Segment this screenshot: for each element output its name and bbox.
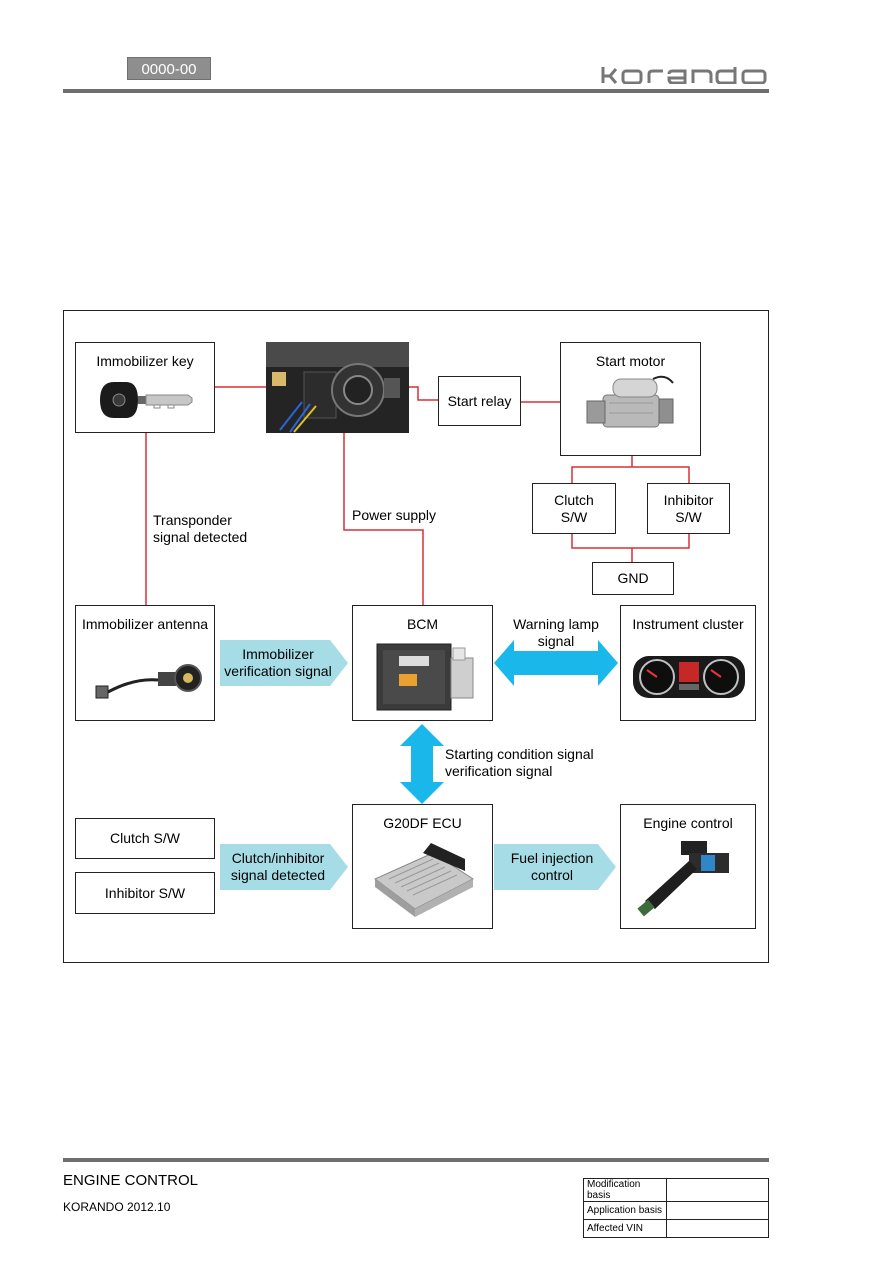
immobilizer-key-icon	[100, 382, 193, 418]
immobilizer-antenna-label: Immobilizer antenna	[81, 616, 209, 632]
ignition-switch-photo	[266, 342, 409, 433]
footer-title: ENGINE CONTROL	[63, 1172, 199, 1189]
warning-lamp-arrow	[494, 640, 618, 686]
application-basis-label: Application basis	[583, 1201, 667, 1220]
starting-condition-label: Starting condition signal verification s…	[445, 746, 594, 779]
engine-control-label: Engine control	[643, 815, 733, 831]
immobilizer-verification-label: Immobilizer verification signal	[224, 646, 332, 679]
inhibitor-sw-box: Inhibitor S/W	[75, 872, 215, 914]
footer-subtitle: KORANDO 2012.10	[63, 1200, 171, 1214]
transponder-label: Transponder signal detected	[153, 512, 248, 545]
table-row: Affected VIN	[583, 1219, 769, 1238]
instrument-cluster-box: Instrument cluster	[620, 605, 756, 721]
page-code-badge: 0000-00	[127, 57, 211, 80]
engine-control-box: Engine control	[620, 804, 756, 929]
immobilizer-verification-arrow	[220, 640, 348, 686]
table-row: Modification basis	[583, 1178, 769, 1202]
start-motor-box: Start motor	[560, 342, 701, 456]
affected-vin-label: Affected VIN	[583, 1219, 667, 1238]
application-basis-value	[666, 1201, 769, 1220]
modification-basis-value	[666, 1178, 769, 1202]
clutch-sw-top-box: Clutch S/W	[532, 483, 616, 534]
modification-basis-label: Modification basis	[583, 1178, 667, 1202]
clutch-inhibitor-label: Clutch/inhibitor signal detected	[230, 850, 326, 883]
korando-logo	[601, 67, 767, 84]
gnd-label: GND	[617, 570, 649, 586]
warning-lamp-label: Warning lamp signal	[513, 616, 599, 649]
immobilizer-key-label: Immobilizer key	[96, 353, 194, 369]
inhibitor-sw-top-box: Inhibitor S/W	[647, 483, 730, 534]
starting-condition-arrow	[400, 724, 444, 804]
ecu-label: G20DF ECU	[383, 815, 462, 831]
fuel-injector-icon	[637, 841, 729, 917]
clutch-sw-top-label: Clutch S/W	[554, 491, 594, 525]
clutch-sw-label: Clutch S/W	[109, 830, 180, 846]
power-supply-label: Power supply	[352, 507, 437, 523]
instrument-cluster-label: Instrument cluster	[632, 616, 744, 632]
immobilizer-key-box: Immobilizer key	[75, 342, 215, 433]
fuel-injection-arrow	[494, 844, 616, 890]
inhibitor-sw-label: Inhibitor S/W	[104, 884, 186, 901]
start-motor-icon	[586, 375, 674, 428]
gnd-box: GND	[592, 562, 674, 595]
revision-table: Modification basis Application basis Aff…	[583, 1178, 769, 1238]
inhibitor-sw-top-label: Inhibitor S/W	[663, 491, 714, 525]
start-relay-box: Start relay	[438, 376, 521, 426]
affected-vin-value	[666, 1219, 769, 1238]
clutch-inhibitor-arrow	[220, 844, 348, 890]
clutch-sw-box: Clutch S/W	[75, 818, 215, 859]
ecu-box: G20DF ECU	[352, 804, 493, 929]
ecu-icon	[374, 843, 474, 917]
start-relay-label: Start relay	[447, 392, 512, 409]
immobilizer-antenna-icon	[95, 664, 202, 699]
bcm-box: BCM	[352, 605, 493, 721]
bcm-label: BCM	[406, 616, 439, 632]
header-rule	[63, 89, 769, 93]
bcm-icon	[376, 643, 474, 711]
fuel-injection-label: Fuel injection control	[510, 850, 594, 883]
start-motor-label: Start motor	[595, 353, 666, 369]
table-row: Application basis	[583, 1201, 769, 1220]
instrument-cluster-icon	[633, 656, 745, 698]
immobilizer-antenna-box: Immobilizer antenna	[75, 605, 215, 721]
footer-rule	[63, 1158, 769, 1162]
diagram-frame	[63, 310, 769, 963]
